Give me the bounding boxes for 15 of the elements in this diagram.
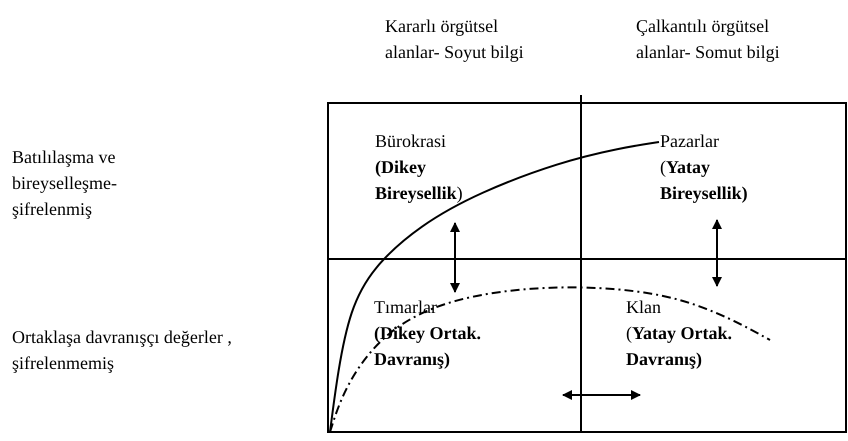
- quadrant-title: Bürokrasi: [375, 130, 447, 153]
- quadrant-title: Klan: [626, 296, 662, 319]
- double-arrow: [450, 222, 460, 293]
- quadrant-subtitle: (Yatay Ortak. Davranış): [626, 322, 733, 371]
- axis-label: Ortaklaşa davranışçı değerler , şifrelenmemiş: [12, 326, 233, 375]
- double-arrow: [712, 219, 722, 287]
- curve-line: [329, 141, 660, 432]
- quadrant-subtitle: (Yatay Bireysellik): [660, 156, 749, 205]
- quadrant-title: Pazarlar: [660, 130, 720, 153]
- quadrant-subtitle: (Dikey Ortak. Davranış): [374, 322, 482, 371]
- quadrant-subtitle: (Dikey Bireysellik): [375, 156, 464, 205]
- quadrant-title: Tımarlar: [374, 296, 438, 319]
- axis-label: Batılılaşma ve bireyselleşme- şifrelenmiş: [12, 146, 118, 221]
- axis-label: Çalkantılı örgütsel alanlar- Somut bilgi: [636, 15, 781, 64]
- axis-label: Kararlı örgütsel alanlar- Soyut bilgi: [385, 15, 525, 64]
